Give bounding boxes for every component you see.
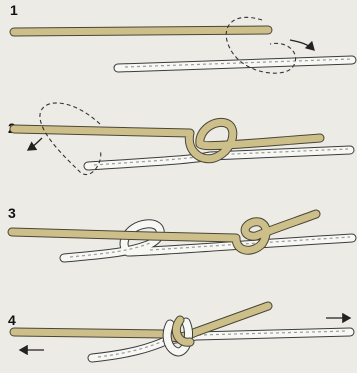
step-1-direction-arrow (290, 40, 314, 50)
step-1-number: 1 (10, 2, 18, 18)
step-1-tan-rope (14, 30, 268, 32)
step-2-direction-arrow (28, 138, 42, 150)
step-1-white-rope (118, 59, 352, 68)
step-4-number: 4 (8, 312, 16, 328)
step-4-knot (167, 320, 190, 352)
step-2: 2 (8, 103, 350, 175)
step-3: 3 (8, 205, 352, 258)
step-4: 4 (8, 306, 350, 358)
step-3-number: 3 (8, 205, 16, 221)
step-1: 1 (10, 2, 352, 73)
